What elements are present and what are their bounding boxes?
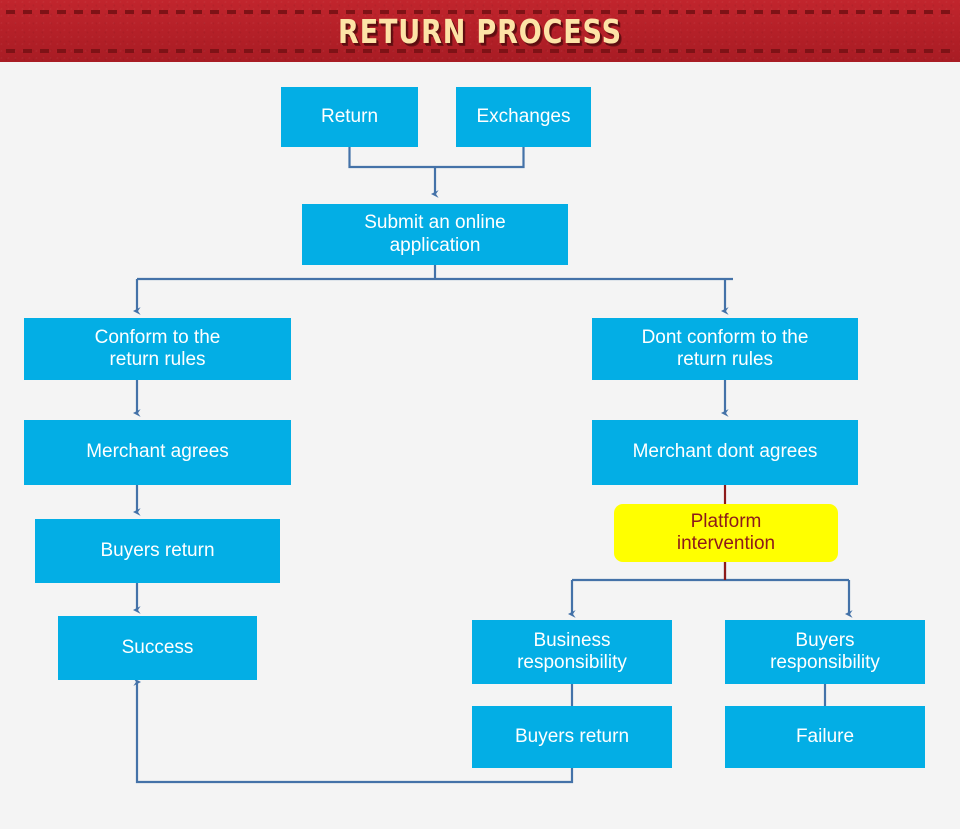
node-exchanges[interactable]: Exchanges (456, 87, 591, 147)
node-submit-online-application[interactable]: Submit an online application (302, 204, 568, 265)
node-buyers-return-left[interactable]: Buyers return (35, 519, 280, 583)
node-merchant-agrees[interactable]: Merchant agrees (24, 420, 291, 485)
node-buyers-return-right[interactable]: Buyers return (472, 706, 672, 768)
banner-dashed-line-top (6, 10, 954, 14)
banner-dashed-line-bottom (6, 49, 954, 53)
edge-return-to-submit (348, 147, 435, 169)
node-dont-conform-to-return-rules[interactable]: Dont conform to the return rules (592, 318, 858, 380)
node-merchant-dont-agrees[interactable]: Merchant dont agrees (592, 420, 858, 485)
node-conform-to-return-rules[interactable]: Conform to the return rules (24, 318, 291, 380)
node-buyers-responsibility[interactable]: Buyers responsibility (725, 620, 925, 684)
node-business-responsibility[interactable]: Business responsibility (472, 620, 672, 684)
node-success[interactable]: Success (58, 616, 257, 680)
node-failure[interactable]: Failure (725, 706, 925, 768)
header-banner: RETURN PROCESS (0, 0, 960, 62)
diagram-canvas: Return Exchanges Submit an online applic… (0, 62, 960, 829)
page-title: RETURN PROCESS (338, 12, 622, 51)
edge-exchanges-to-submit (435, 147, 525, 169)
node-return[interactable]: Return (281, 87, 418, 147)
node-platform-intervention[interactable]: Platform intervention (614, 504, 838, 562)
